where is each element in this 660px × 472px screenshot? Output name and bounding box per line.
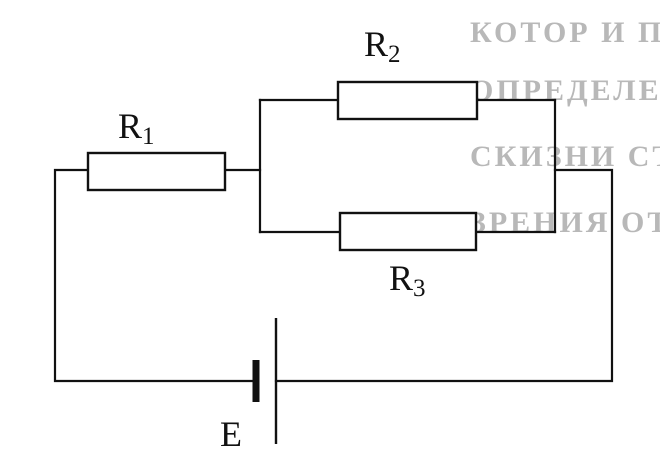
label-r3: R3 (389, 258, 426, 302)
resistor-r2 (336, 80, 479, 121)
resistor-r3 (338, 211, 478, 252)
wires (53, 98, 614, 383)
resistor-r1 (86, 151, 227, 192)
battery-source (252, 318, 278, 444)
label-emf: E (220, 414, 242, 454)
bleed-through-text: КОТОР И ПОСТОЯНН ЧЕСО ОПРЕДЕЛЕНИЯ СТРУКТ… (470, 16, 660, 239)
label-r2: R2 (364, 24, 401, 68)
wire-right-loop (274, 168, 614, 383)
bleed-line-2: ОПРЕДЕЛЕНИЯ СТРУКТУРЫ Б (470, 74, 660, 107)
bleed-line-4: ЗРЕНИЯ ОТНОСЯТСЯ ПОСЛЕ (470, 206, 660, 239)
bleed-line-3: СКИЗНИ СТЕПЕНИ ОСТ (470, 140, 660, 173)
wire-left-loop (53, 168, 258, 383)
bleed-line-1: КОТОР И ПОСТОЯНН ЧЕСО (470, 16, 660, 49)
label-r1: R1 (118, 106, 155, 150)
